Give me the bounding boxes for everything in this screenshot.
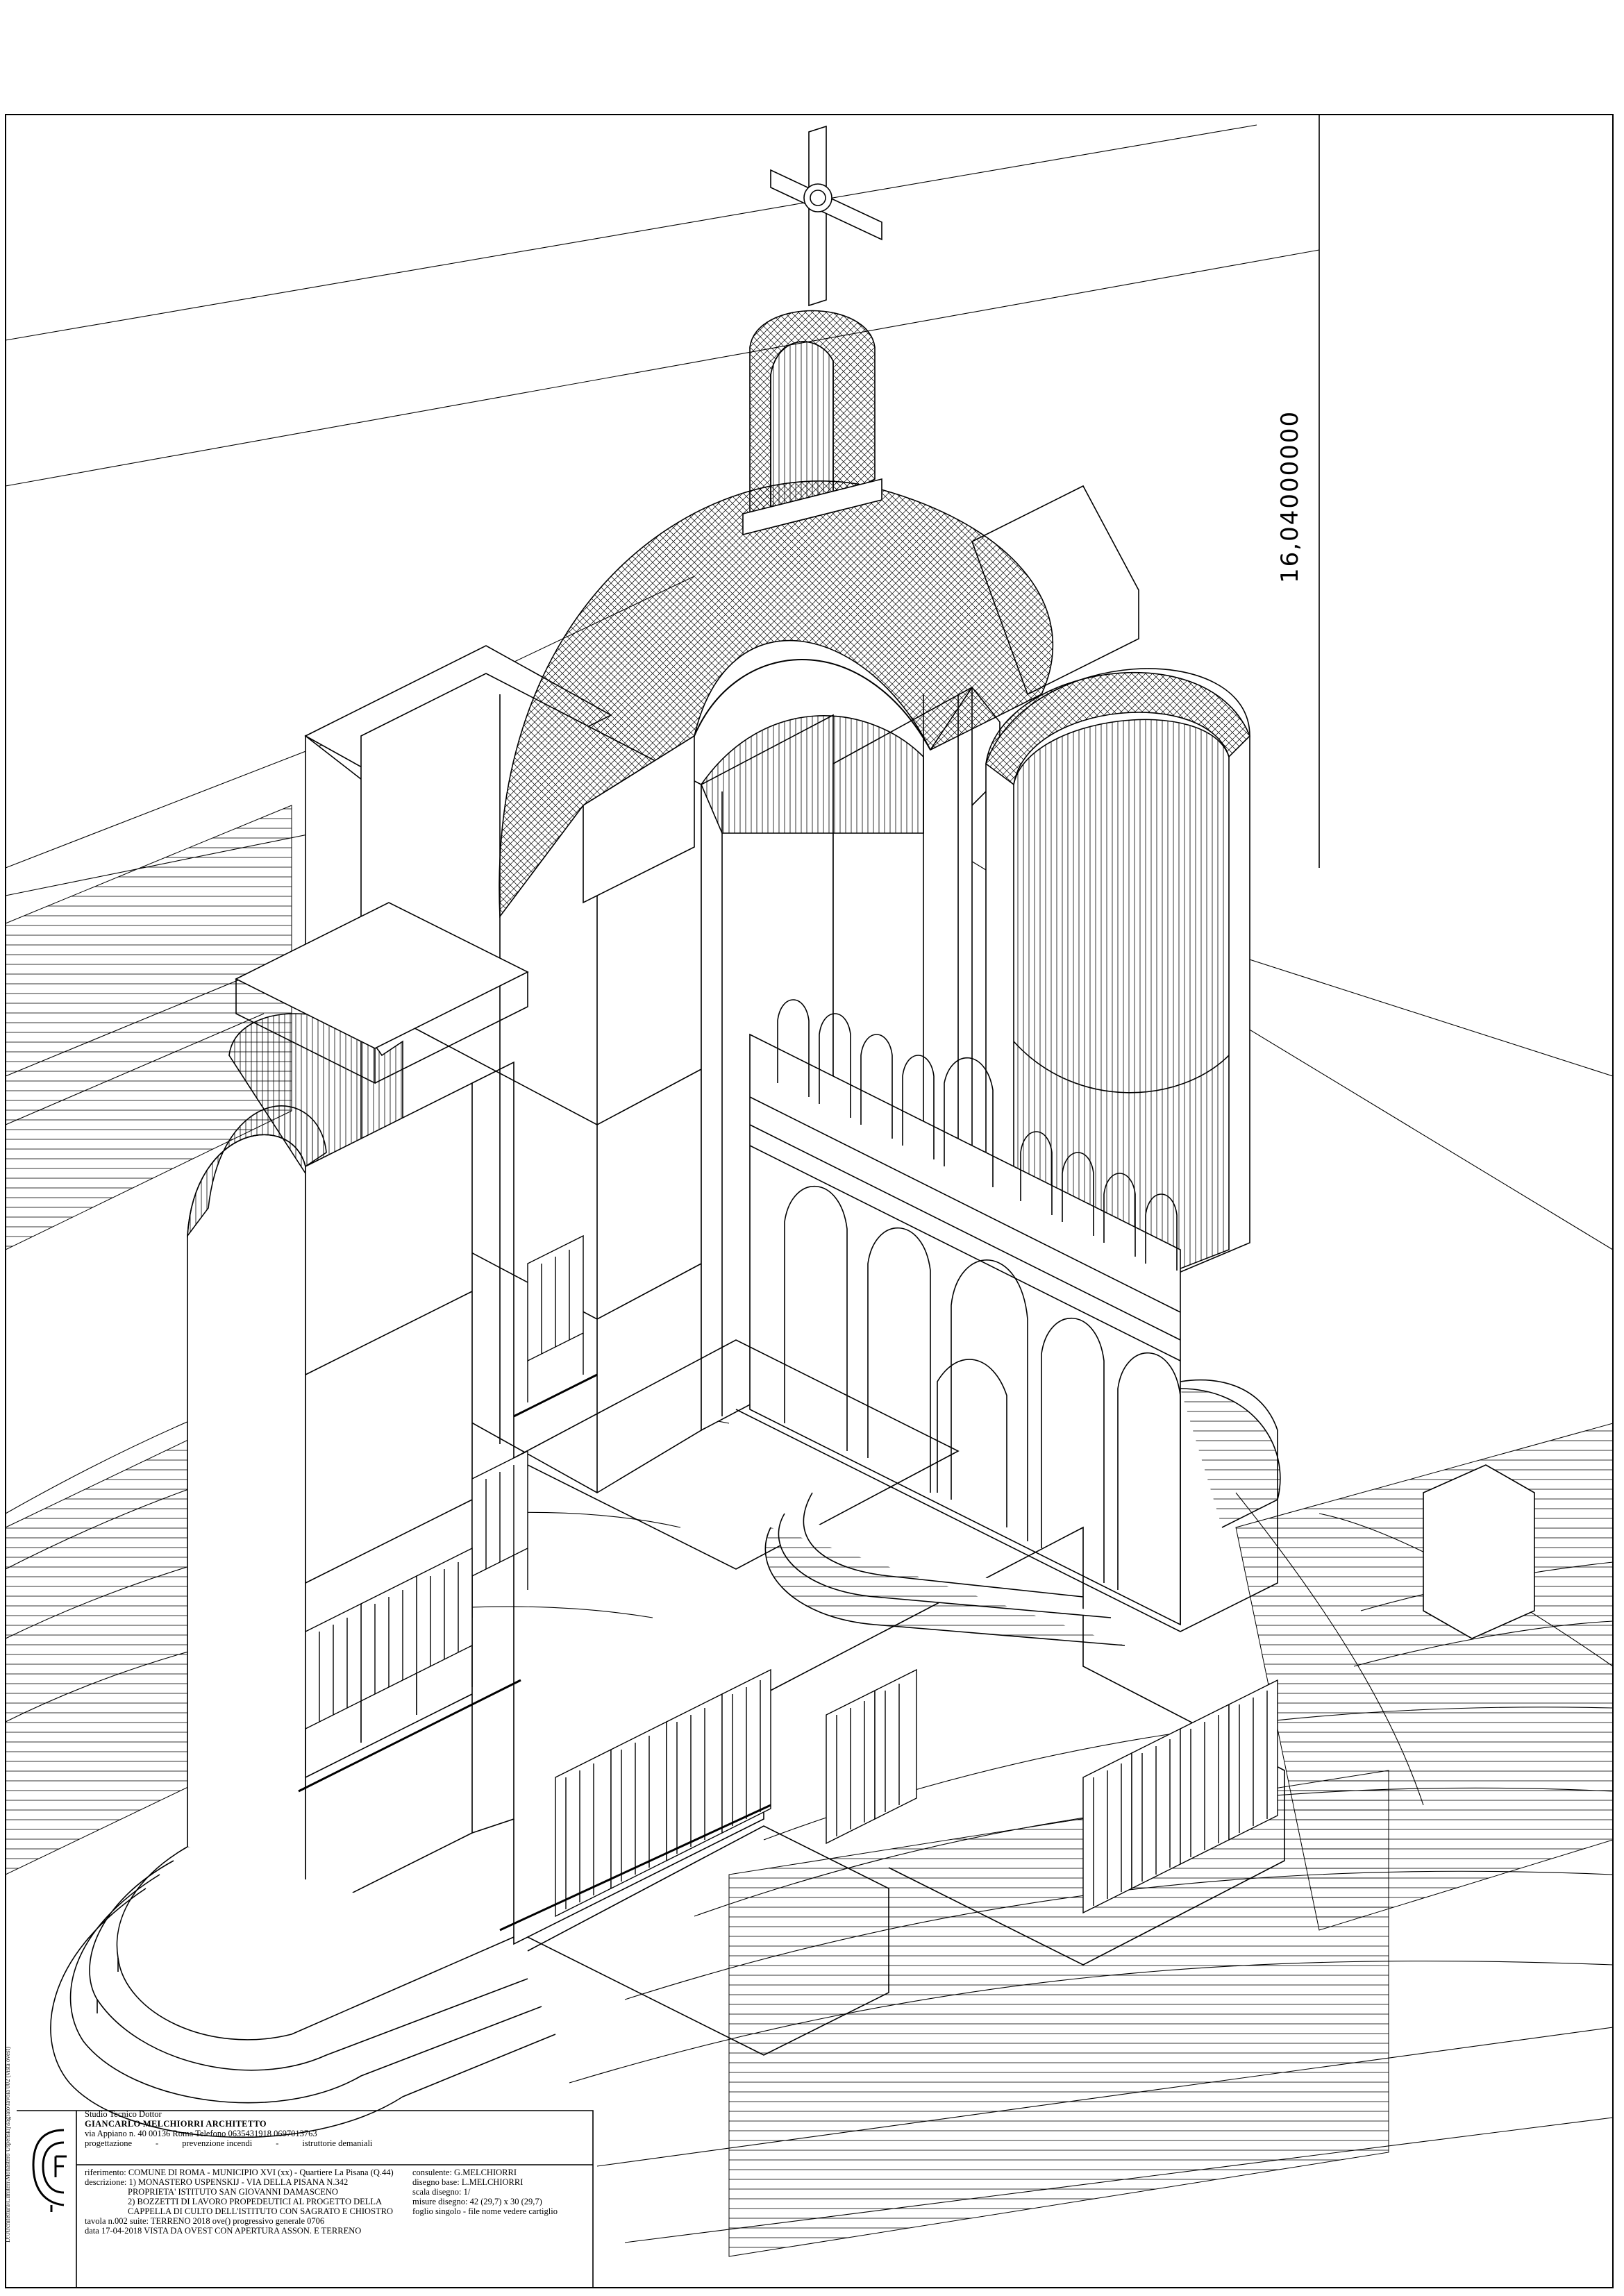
date-line: data 17-04-2018 VISTA DA OVEST CON APERT… [85, 2226, 362, 2236]
studio-info: Studio Tecnico Dottor GIANCARLO MELCHIOR… [85, 2109, 585, 2148]
stall-chair [874, 1668, 917, 1820]
service-item: progettazione [85, 2138, 133, 2148]
stall-chair [826, 1689, 876, 1845]
service-separator: - [156, 2138, 159, 2148]
service-item: istruttorie demaniali [302, 2138, 373, 2148]
studio-address: via Appiano n. 40 00136 Roma Telefono 06… [85, 2129, 317, 2138]
iconostasis-steps [764, 1492, 1125, 1646]
stall-chair [1228, 1679, 1278, 1841]
stall-chairs [298, 1234, 1278, 1932]
cross-icon [770, 125, 882, 307]
stall-chair [1082, 1752, 1132, 1914]
description-line: 2) BOZZETTI DI LAVORO PROPEDEUTICI AL PR… [128, 2197, 383, 2206]
lantern [742, 310, 882, 536]
stall-chair [499, 1668, 771, 1932]
studio-services: progettazione - prevenzione incendi - is… [85, 2138, 585, 2148]
height-dimension-label: 16,04000000 [1276, 410, 1304, 583]
sheet-line: tavola n.002 suite: TERRENO 2018 ove() p… [85, 2216, 325, 2226]
title-block: Studio Tecnico Dottor GIANCARLO MELCHIOR… [17, 2101, 593, 2296]
description-line: descrizione: 1) MONASTERO USPENSKIJ - VI… [85, 2177, 349, 2187]
file-path-note: D:\Architettura\Cimiteri\Monastero Uspen… [4, 2047, 11, 2243]
studio-name: GIANCARLO MELCHIORRI ARCHITETTO [85, 2119, 267, 2129]
service-separator: - [276, 2138, 279, 2148]
stall-chair [471, 1450, 528, 1618]
stall-chair [1180, 1703, 1230, 1866]
upper-arch-row [777, 999, 1178, 1271]
stall-chair [666, 1693, 723, 1862]
stall-chair [555, 1748, 612, 1918]
right-pillar [1423, 1464, 1535, 1639]
lower-arch-row [784, 1185, 1181, 1625]
title-block-frame [17, 2110, 594, 2288]
main-dome [499, 480, 1054, 919]
drawing-meta: consulente: G.MELCHIORRI disegno base: L… [412, 2168, 593, 2216]
draftsman-line: disegno base: L.MELCHIORRI [412, 2177, 524, 2187]
studio-logo-icon [32, 2129, 67, 2212]
left-steps [50, 1846, 556, 2138]
stall-chair [610, 1720, 667, 1890]
stall-chair [1131, 1727, 1181, 1890]
size-line: misure disegno: 42 (29,7) x 30 (29,7) [412, 2197, 542, 2206]
studio-line1: Studio Tecnico Dottor [85, 2109, 162, 2119]
consultant-line: consulente: G.MELCHIORRI [412, 2168, 517, 2177]
sheet-note-line: foglio singolo - file nome vedere cartig… [412, 2206, 558, 2216]
stall-chair [513, 1234, 598, 1418]
reference-line: riferimento: COMUNE DI ROMA - MUNICIPIO … [85, 2168, 394, 2177]
scale-line: scala disegno: 1/ [412, 2187, 471, 2197]
service-item: prevenzione incendi [182, 2138, 253, 2148]
iconostasis [735, 999, 1281, 1632]
project-reference: riferimento: COMUNE DI ROMA - MUNICIPIO … [85, 2168, 411, 2236]
stall-chair [298, 1602, 521, 1793]
description-line: PROPRIETA' ISTITUTO SAN GIOVANNI DAMASCE… [128, 2187, 338, 2197]
description-line: CAPPELLA DI CULTO DELL'ISTITUTO CON SAGR… [128, 2206, 394, 2216]
terrain-hatch-bottom [728, 1770, 1389, 2257]
